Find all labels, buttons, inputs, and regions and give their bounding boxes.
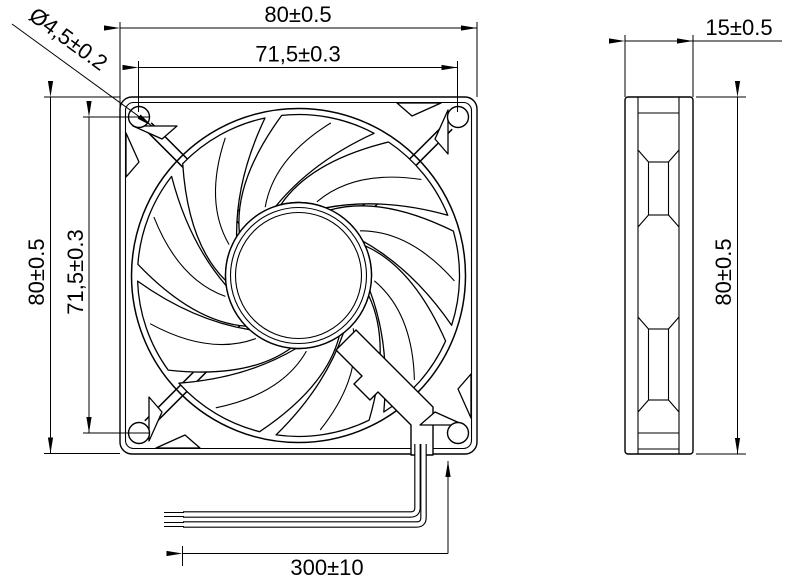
extension-lines: [44, 22, 782, 566]
corner-cutout: [396, 102, 442, 117]
dim-label-front-hole-pitch-v: 71,5±0.3: [63, 229, 88, 314]
corner-cutout: [155, 434, 201, 449]
fan-blade-camber-line: [214, 137, 230, 245]
fan-blade-camber-line: [264, 122, 332, 208]
hole-dia-leader-line: [11, 23, 153, 127]
fan-blade-camber-line: [359, 230, 455, 282]
dim-label-front-width: 80±0.5: [264, 2, 331, 27]
dimension-lines: [11, 23, 741, 557]
corner-web: [148, 396, 201, 449]
corner-web: [419, 373, 472, 426]
corner-webs: [125, 102, 472, 449]
corner-cutout: [125, 132, 140, 178]
fan-blade-camber-line: [316, 176, 422, 203]
mounting-hole: [446, 421, 470, 445]
fan-frame-inner-line: [124, 101, 473, 450]
corner-cutout: [434, 109, 449, 155]
fan-blade-camber-line: [149, 323, 257, 346]
hub: [224, 201, 373, 350]
fan-blade-camber-line: [153, 216, 226, 297]
wire-channel-strut: [335, 329, 434, 456]
dim-label-front-hole-pitch-h: 71,5±0.3: [255, 42, 340, 67]
corner-web: [396, 102, 449, 155]
wire-bare-ends: [164, 512, 184, 527]
corner-cutout: [457, 373, 472, 419]
dim-label-lead-length: 300±10: [290, 555, 363, 580]
front-view: [119, 96, 478, 528]
side-internal-lines: [637, 97, 680, 454]
corner-cutout: [148, 396, 163, 442]
fan-opening-circle: [130, 107, 467, 444]
side-outline: [624, 96, 694, 455]
corner-cutout: [132, 125, 178, 140]
dim-label-front-height: 80±0.5: [24, 238, 49, 305]
fan-blade-camber-line: [373, 280, 415, 380]
dim-label-side-thickness: 15±0.5: [705, 15, 772, 40]
side-view: [624, 96, 694, 455]
dim-label-side-height: 80±0.5: [711, 238, 736, 305]
lead-wires: [164, 444, 427, 528]
corner-cutout: [419, 411, 465, 426]
corner-web: [125, 125, 178, 178]
fan-blade-camber-line: [215, 350, 307, 409]
